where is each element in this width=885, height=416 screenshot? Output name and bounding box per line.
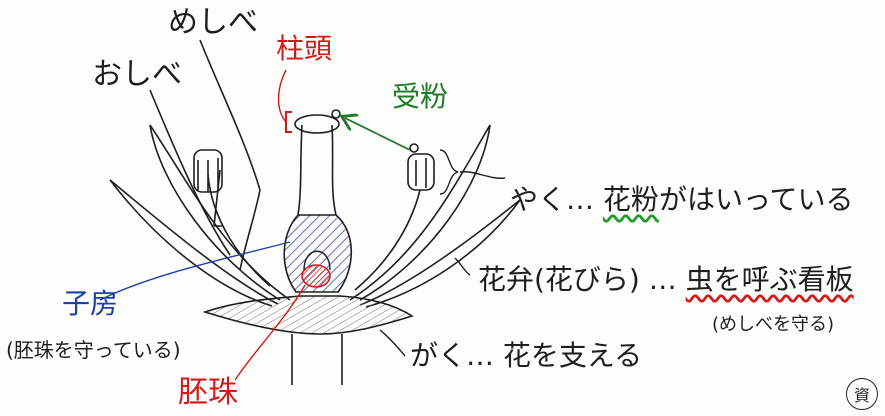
anther-description: がはいっている [658, 183, 854, 216]
ellipsis: … [466, 339, 495, 372]
reference-stamp: 資 [846, 378, 878, 410]
reference-stamp-text: 資 [853, 386, 870, 405]
pollination-arrow [345, 118, 411, 151]
anther-label: やく [510, 183, 567, 216]
receptacle [202, 295, 414, 335]
petal-right [349, 124, 521, 308]
petal-role-sub: (めしべを守る) [712, 314, 835, 335]
stamen-right [354, 143, 435, 291]
sepal-annotation: がく… 花を支える [410, 342, 642, 370]
ellipsis: … [566, 183, 595, 216]
pistil-label: めしべ [168, 5, 258, 40]
petal-role-label: 虫を呼ぶ看板 [685, 263, 854, 296]
ovule [301, 264, 331, 288]
petal-label: 花弁(花びら) [478, 263, 640, 296]
ovule-label: 胚珠 [178, 375, 238, 410]
pollination-label: 受粉 [392, 80, 449, 113]
pistil [149, 39, 341, 271]
stem [291, 334, 343, 385]
stigma-label: 柱頭 [276, 32, 333, 65]
ovary-label: 子房 [62, 287, 119, 320]
stamen-label: おしべ [92, 57, 182, 92]
pollen-label: 花粉 [602, 183, 659, 216]
ellipsis: … [648, 263, 677, 296]
sepal-description: 花を支える [502, 339, 643, 372]
petal-left [109, 124, 291, 307]
sepal-label: がく [410, 339, 467, 372]
anther-annotation: やく… 花粉がはいっている [510, 186, 854, 214]
petal-annotation: 花弁(花びら) … 虫を呼ぶ看板 [478, 266, 854, 294]
ovary-description: (胚珠を守っている) [6, 338, 181, 362]
stamen-left [193, 149, 271, 287]
anther-brace [439, 149, 459, 195]
ovary [283, 214, 353, 293]
